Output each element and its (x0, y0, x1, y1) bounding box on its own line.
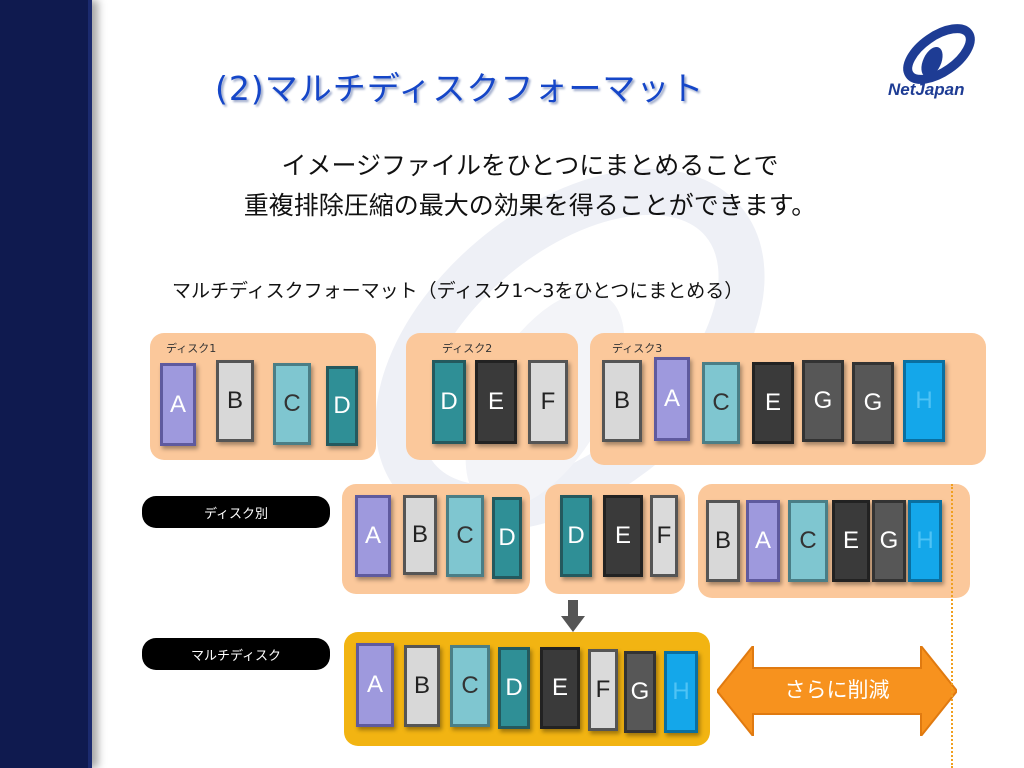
block: B (404, 645, 440, 727)
block: D (326, 366, 358, 446)
guide-line (951, 484, 953, 768)
page-title: (2)マルチディスクフォーマット (215, 69, 705, 108)
block: C (702, 362, 740, 444)
block: H (664, 651, 698, 733)
section-heading: マルチディスクフォーマット（ディスク1～3をひとつにまとめる） (172, 280, 744, 302)
block: C (273, 363, 311, 445)
double-arrow-icon (717, 646, 957, 736)
block: F (588, 649, 618, 731)
sidebar-bar (0, 0, 92, 768)
lead-line-1: イメージファイルをひとつにまとめることで (281, 151, 779, 180)
disk1-label: ディスク1 (166, 342, 217, 355)
block: F (650, 495, 678, 577)
block: F (528, 360, 568, 444)
multi-disk-label: マルチディスク (142, 638, 330, 670)
block: E (832, 500, 870, 582)
block: E (540, 647, 580, 729)
block: B (706, 500, 740, 582)
block: H (908, 500, 942, 582)
disk2-label: ディスク2 (442, 342, 493, 355)
block: E (752, 362, 794, 444)
block: B (216, 360, 254, 442)
block: A (746, 500, 780, 582)
block: G (872, 500, 906, 582)
per-disk-label: ディスク別 (142, 496, 330, 528)
netjapan-logo-icon (903, 24, 975, 84)
block: E (475, 360, 517, 444)
block: B (602, 360, 642, 442)
block: H (903, 360, 945, 442)
block: C (450, 645, 490, 727)
block: A (356, 643, 394, 727)
logo-text: NetJapan (888, 80, 965, 99)
block: D (432, 360, 466, 444)
block: A (160, 363, 196, 446)
lead-line-2: 重複排除圧縮の最大の効果を得ることができます。 (243, 191, 817, 220)
block: C (446, 495, 484, 577)
block: G (802, 360, 844, 442)
block: E (603, 495, 643, 577)
disk3-label: ディスク3 (612, 342, 663, 355)
block: G (624, 651, 656, 733)
block: D (492, 497, 522, 579)
block: A (654, 357, 690, 441)
arrow-down-icon (561, 600, 585, 632)
block: D (498, 647, 530, 729)
reduction-label: さらに削減 (784, 678, 890, 702)
block: A (355, 495, 391, 577)
block: B (403, 495, 437, 575)
block: G (852, 362, 894, 444)
block: D (560, 495, 592, 577)
block: C (788, 500, 828, 582)
